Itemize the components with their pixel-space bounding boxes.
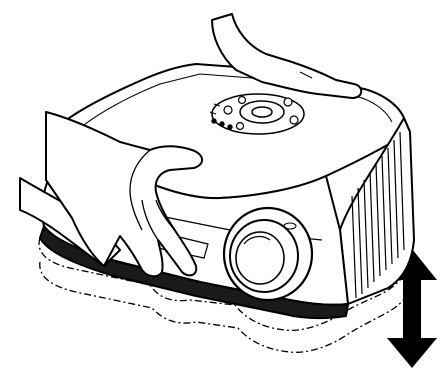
control-panel-icon xyxy=(210,94,304,134)
lens-icon xyxy=(224,208,312,300)
